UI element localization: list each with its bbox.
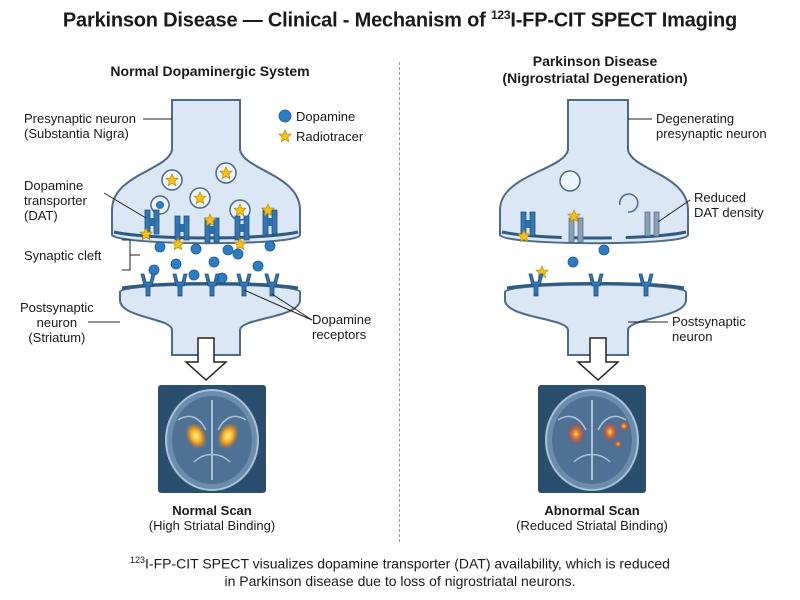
right-panel-heading: Parkinson Disease (Nigrostriatal Degener…	[470, 53, 720, 87]
down-arrow-right	[576, 337, 620, 382]
dopamine-molecules-reduced	[567, 244, 610, 268]
vesicles	[150, 162, 251, 221]
label-presynaptic-neuron: Presynaptic neuron(Substantia Nigra)	[24, 111, 137, 141]
radiotracer-legend-icon	[278, 129, 292, 142]
abnormal-scan-image	[538, 385, 646, 493]
footer-caption: 123I-FP-CIT SPECT visualizes dopamine tr…	[130, 555, 670, 589]
right-heading-line1: Parkinson Disease	[532, 53, 658, 69]
normal-scan-image	[158, 385, 266, 493]
left-panel-heading: Normal Dopaminergic System	[110, 63, 310, 79]
abnormal-scan-caption: Abnormal Scan (Reduced Striatal Binding)	[516, 503, 668, 533]
vesicle	[559, 170, 581, 192]
degenerating-presynaptic-neuron	[499, 99, 689, 245]
broken-vesicle	[619, 193, 639, 213]
right-heading-line2: (Nigrostriatal Degeneration)	[502, 70, 688, 86]
legend-dopamine: Dopamine	[296, 109, 356, 124]
page-title: Parkinson Disease — Clinical - Mechanism…	[62, 8, 738, 32]
down-arrow	[184, 337, 228, 382]
label-synaptic-cleft: Synaptic cleft	[24, 248, 102, 263]
normal-scan-caption: Normal Scan (High Striatal Binding)	[148, 503, 276, 533]
dopamine-legend-icon	[278, 109, 292, 123]
legend-radiotracer: Radiotracer	[296, 129, 364, 144]
dopamine-molecules	[148, 240, 276, 284]
panel-divider	[399, 62, 400, 542]
